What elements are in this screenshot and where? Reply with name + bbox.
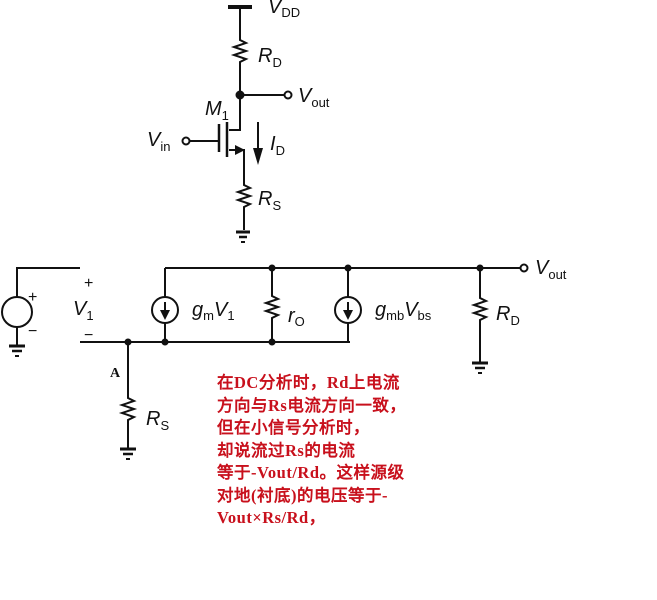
common-source-amplifier <box>181 5 293 243</box>
id-arrowhead <box>253 148 263 165</box>
svg-text:RS: RS <box>146 408 169 433</box>
drain-resistor <box>230 7 250 95</box>
svg-text:VDD: VDD <box>268 0 300 20</box>
gmb-current-source <box>334 296 362 324</box>
annotation-line: 等于-Vout/Rd。这样源级 <box>217 463 405 482</box>
annotation-line: 对地(衬底)的电压等于- <box>217 485 388 505</box>
svg-text:ID: ID <box>270 133 285 158</box>
svg-text:RS: RS <box>258 188 281 213</box>
svg-text:gmV1: gmV1 <box>192 299 235 323</box>
svg-text:+: + <box>84 275 93 292</box>
gm-current-source <box>151 296 179 324</box>
annotation-line: 但在小信号分析时， <box>217 418 370 437</box>
annotation-line: 方向与Rs电流方向一致， <box>217 395 407 415</box>
small-signal-model <box>1 263 529 460</box>
svg-text:−: − <box>28 323 37 340</box>
node-a-label: A <box>110 366 121 381</box>
svg-text:Vout: Vout <box>535 257 567 282</box>
svg-text:rO: rO <box>288 305 305 329</box>
node-a <box>124 338 132 346</box>
annotation-line: Vout×Rs/Rd， <box>217 508 326 527</box>
svg-text:gmbVbs: gmbVbs <box>375 299 432 323</box>
rd-resistor <box>470 268 490 362</box>
svg-text:M1: M1 <box>205 98 229 123</box>
annotation-text: 在DC分析时，Rd上电流 方向与Rs电流方向一致， 但在小信号分析时， 却说流过… <box>217 372 457 530</box>
vout-terminal <box>283 90 293 100</box>
drain-wire <box>229 95 241 131</box>
source-arrow <box>235 145 245 155</box>
svg-text:Vin: Vin <box>147 129 170 154</box>
svg-text:−: − <box>84 327 93 344</box>
source-resistor <box>229 149 254 230</box>
vout-terminal-small-signal <box>519 263 529 273</box>
annotation-line: 却说流过Rs的电流 <box>217 440 356 460</box>
annotation-line: 在DC分析时，Rd上电流 <box>217 373 400 392</box>
svg-text:RD: RD <box>258 45 282 70</box>
svg-text:+: + <box>28 289 37 306</box>
svg-text:Vout: Vout <box>298 85 330 110</box>
vin-terminal <box>181 136 191 146</box>
rs-resistor <box>118 342 138 448</box>
svg-text:RD: RD <box>496 303 520 328</box>
svg-text:V1: V1 <box>73 298 94 323</box>
ro-resistor <box>262 268 282 342</box>
